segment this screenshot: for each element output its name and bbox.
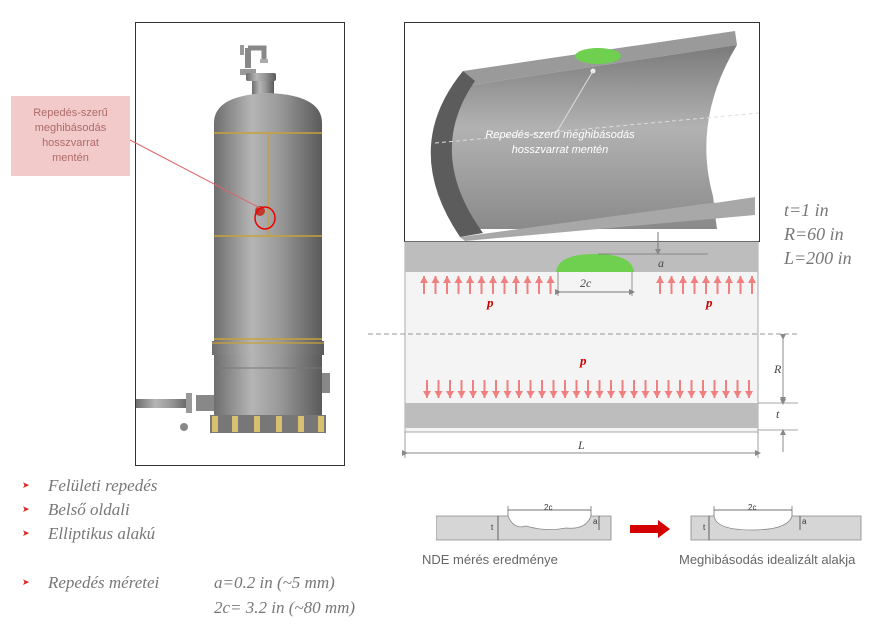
pressure-arrow-head (595, 391, 604, 398)
dim-label-t: t (776, 407, 780, 421)
pressure-arrow-head (477, 276, 486, 283)
pressure-vessel-drawing (136, 45, 330, 433)
pipe-crack-label: Repedés-szerű meghibásodás hosszvarrat m… (485, 129, 635, 156)
crack-size-2c: 2c= 3.2 in (~80 mm) (214, 598, 356, 617)
pressure-arrows-up (420, 276, 756, 294)
bullet-marker-icon: ➤ (22, 505, 30, 515)
nde-left-a-label: a (593, 517, 598, 526)
pressure-arrow-head (745, 391, 753, 398)
pressure-arrow-head (656, 276, 664, 283)
pressure-arrow-head (549, 391, 558, 398)
pressure-arrows-down (423, 380, 753, 398)
param-thickness: t=1 in (784, 200, 829, 220)
pressure-arrow-head (736, 276, 745, 283)
pressure-arrow-head (492, 391, 500, 398)
nde-right-t-label: t (703, 523, 706, 532)
pressure-arrow-head (748, 276, 756, 283)
pressure-arrow-head (515, 391, 523, 398)
pressure-arrow-head (699, 391, 707, 398)
pressure-arrow-head (607, 391, 615, 398)
pressure-arrow-head (535, 276, 543, 283)
pressure-label-center: p (580, 353, 587, 368)
pressure-arrow-head (469, 391, 477, 398)
pressure-arrow-head (710, 391, 719, 398)
pressure-arrow-head (702, 276, 710, 283)
bullet-marker-icon: ➤ (22, 481, 30, 491)
pressure-arrow-head (489, 276, 497, 283)
nde-right-a-label: a (802, 517, 807, 526)
pressure-arrow-head (523, 276, 532, 283)
pipe-section-3d-panel (404, 22, 760, 242)
pressure-arrow-head (676, 391, 684, 398)
pressure-arrow-head (733, 391, 742, 398)
pressure-arrow-head (713, 276, 722, 283)
bullet-crack-sizes: ➤ Repedés méretei (22, 573, 160, 592)
pressure-arrow-head (572, 391, 581, 398)
pressure-arrow-head (457, 391, 466, 398)
pressure-arrow-head (538, 391, 546, 398)
pipe-section-3d-drawing (430, 31, 759, 241)
bullet-elliptical: ➤ Elliptikus alakú (22, 524, 156, 543)
nde-measurement-caption: NDE mérés eredménye (422, 552, 558, 567)
crack-callout-box: Repedés-szerű meghibásodás hosszvarrat m… (11, 96, 130, 176)
bullet-inner-side: ➤ Belső oldali (22, 500, 130, 519)
pressure-arrow-head (690, 276, 699, 283)
pressure-arrow-head (420, 276, 428, 283)
pressure-arrow-head (630, 391, 638, 398)
dim-label-a: a (658, 256, 664, 270)
nde-comparison-drawing (436, 506, 862, 541)
pressure-arrow-head (667, 276, 676, 283)
crack-callout-text: Repedés-szerű meghibásodás hosszvarrat m… (33, 107, 108, 164)
pressure-arrow-head (446, 391, 454, 398)
pressure-arrow-head (500, 276, 509, 283)
pressure-arrow-head (722, 391, 730, 398)
pipe-section-2d-drawing (368, 232, 798, 458)
nde-right-2c-label: 2c (748, 503, 757, 512)
pressure-arrow-head (423, 391, 431, 398)
pressure-vessel-panel (135, 22, 345, 466)
pressure-arrow-head (725, 276, 733, 283)
pressure-arrow-head (679, 276, 687, 283)
pressure-arrow-head (503, 391, 512, 398)
pressure-arrow-head (443, 276, 451, 283)
callout-leader-line (129, 139, 261, 209)
idealized-shape-caption: Meghibásodás idealizált alakja (679, 552, 856, 567)
bullet-marker-icon: ➤ (22, 529, 30, 539)
dim-label-L: L (578, 438, 585, 452)
pressure-arrow-head (641, 391, 650, 398)
nde-left-2c-label: 2c (544, 503, 553, 512)
pressure-arrow-head (561, 391, 569, 398)
pressure-arrow-head (512, 276, 520, 283)
pressure-arrow-head (466, 276, 474, 283)
pressure-arrow-head (431, 276, 440, 283)
pressure-arrow-head (664, 391, 673, 398)
pressure-arrow-head (618, 391, 627, 398)
dim-label-2c: 2c (580, 276, 592, 290)
nde-left-t-label: t (491, 523, 494, 532)
dim-label-R: R (774, 362, 782, 376)
bullet-marker-icon: ➤ (22, 578, 30, 588)
crack-shape-2d (556, 254, 634, 272)
transform-arrow-icon (630, 520, 670, 538)
pressure-arrow-head (653, 391, 661, 398)
pressure-arrow-head (584, 391, 592, 398)
pressure-arrow-head (454, 276, 463, 283)
pressure-arrow-head (480, 391, 489, 398)
pressure-arrow-head (687, 391, 696, 398)
bullet-surface-crack: ➤ Felületi repedés (22, 476, 158, 495)
pressure-arrow-head (526, 391, 535, 398)
crack-size-a: a=0.2 in (~5 mm) (214, 573, 335, 592)
pressure-arrow-head (434, 391, 443, 398)
param-radius: R=60 in (784, 224, 844, 244)
param-length: L=200 in (784, 248, 852, 268)
pressure-label-right: p (706, 295, 713, 310)
pressure-label-left: p (487, 295, 494, 310)
pressure-arrow-head (546, 276, 555, 283)
